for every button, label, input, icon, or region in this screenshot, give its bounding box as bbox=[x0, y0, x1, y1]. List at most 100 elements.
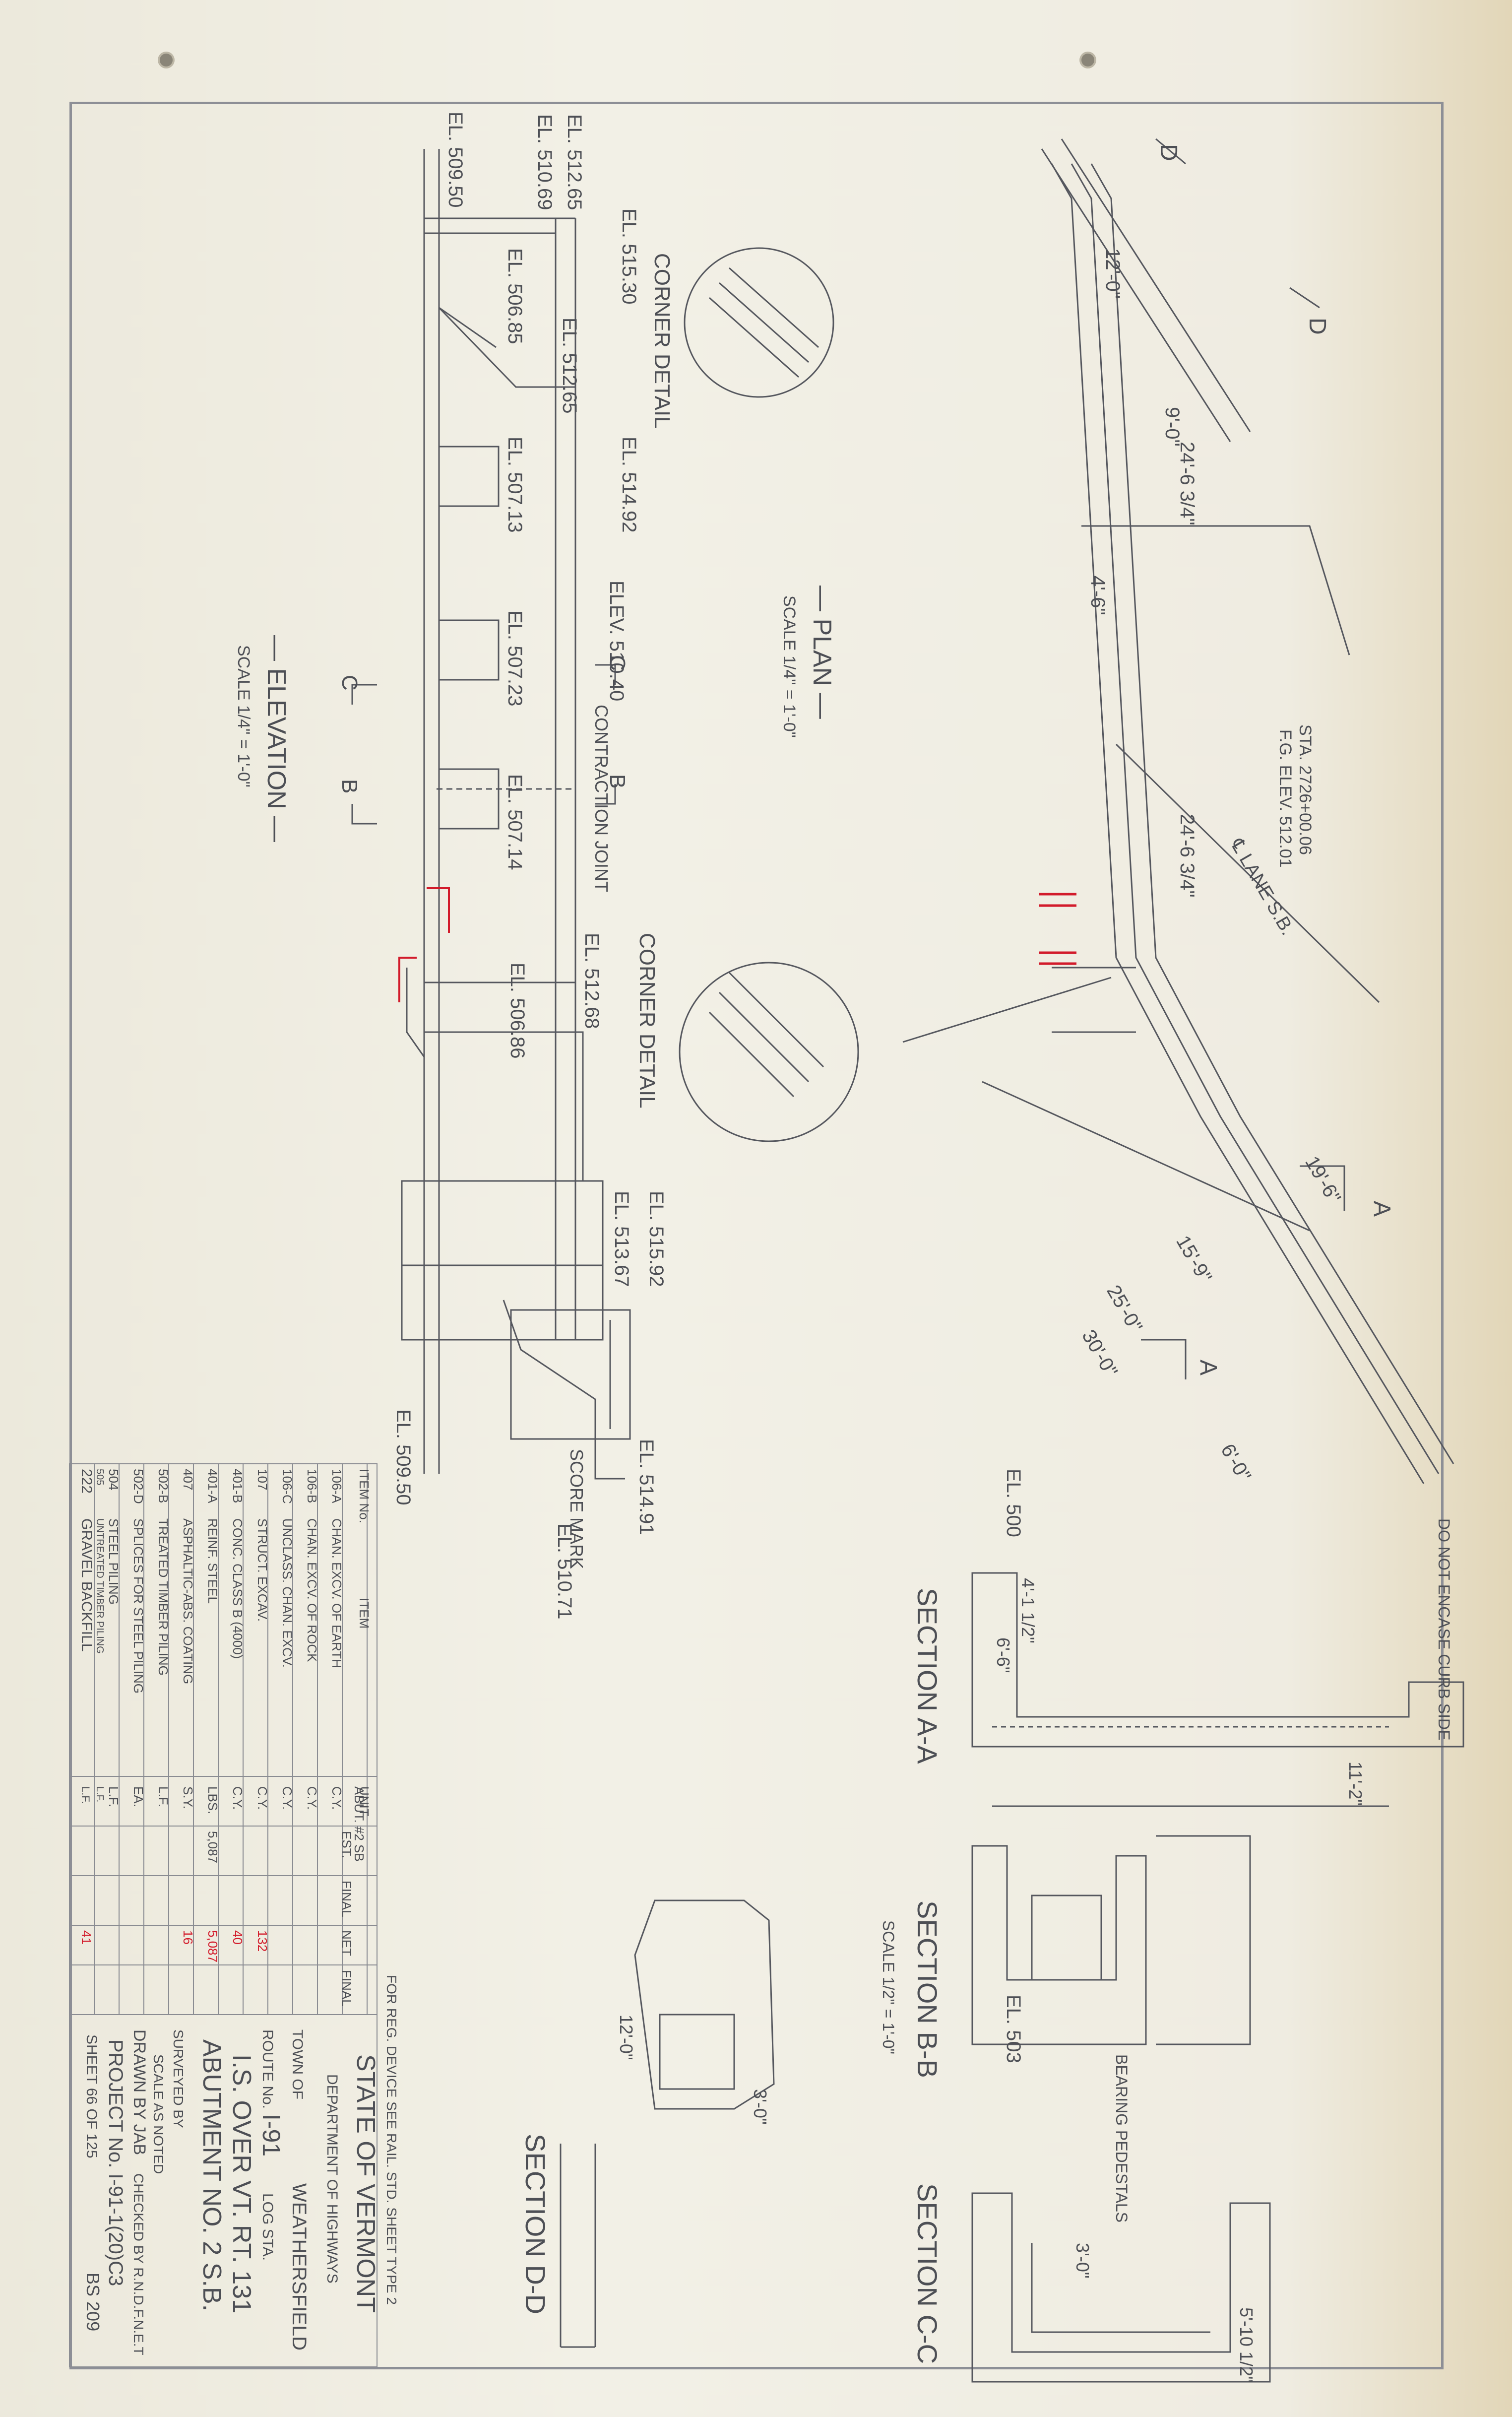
marker-b: B bbox=[337, 779, 362, 793]
elevation-view bbox=[351, 149, 631, 1480]
sheet-no: SHEET 66 OF 125 bbox=[83, 2034, 100, 2158]
qty-unit: L.F. bbox=[156, 1786, 171, 1807]
el-label: EL. 506.86 bbox=[506, 963, 528, 1059]
drawn-by: DRAWN BY JAB bbox=[130, 2029, 149, 2155]
punch-hole bbox=[160, 54, 173, 66]
qty-no: 505 bbox=[94, 1469, 105, 1485]
department: DEPARTMENT OF HIGHWAYS bbox=[324, 2074, 340, 2284]
town-label: TOWN OF bbox=[289, 2029, 306, 2099]
elevation-scale: SCALE 1/4" = 1'-0" bbox=[234, 645, 253, 787]
aa-dim: 11'-2" bbox=[1345, 1762, 1366, 1806]
qty-col-header: NET bbox=[339, 1930, 354, 1956]
bearing-note: BEARING PEDESTALS bbox=[1113, 2054, 1131, 2222]
dd-dim: 12'-0" bbox=[616, 2015, 636, 2060]
qty-final: 40 bbox=[230, 1930, 245, 1945]
surveyed-by: SURVEYED BY bbox=[171, 2029, 186, 2128]
el-label: EL. 514.91 bbox=[635, 1439, 657, 1535]
qty-no: 407 bbox=[181, 1469, 195, 1490]
log-sta: LOG STA. bbox=[259, 2193, 276, 2261]
cc-dim: 3'-0" bbox=[1072, 2243, 1093, 2279]
qty-col-header: FINAL bbox=[339, 1881, 354, 1917]
qty-unit: C.Y. bbox=[280, 1786, 295, 1810]
el-label: EL. 515.92 bbox=[645, 1191, 667, 1287]
qty-no: 106-B bbox=[305, 1469, 319, 1503]
el-label: EL. 515.30 bbox=[618, 208, 640, 305]
qty-item: TREATED TIMBER PILING bbox=[156, 1518, 171, 1676]
corner-detail-labels: CORNER DETAIL CORNER DETAIL bbox=[635, 253, 674, 1109]
el-label: EL. 512.68 bbox=[581, 933, 603, 1029]
title-block: FOR REG. DEVICE SEE RAIL. STD. SHEET TYP… bbox=[83, 1975, 399, 2355]
state-title: STATE OF VERMONT bbox=[351, 2054, 380, 2313]
abutment: ABUTMENT NO. 2 S.B. bbox=[197, 2039, 226, 2311]
plan-view bbox=[902, 138, 1454, 1484]
plan-dim: 24'-6 3/4" bbox=[1176, 814, 1198, 898]
qty-col-header: UNIT bbox=[357, 1786, 372, 1817]
qty-no: 106-A bbox=[329, 1469, 344, 1503]
el-label: EL. 503 bbox=[1003, 1995, 1024, 2063]
el-label: EL. 500 bbox=[1003, 1469, 1024, 1537]
corner-detail-title: CORNER DETAIL bbox=[635, 933, 659, 1109]
plan-dim: 4'-6" bbox=[1087, 576, 1109, 615]
qty-no: 222 bbox=[78, 1469, 95, 1494]
project-no: PROJECT No. I-91-1(20)C3 bbox=[105, 2039, 126, 2286]
qty-final: 16 bbox=[181, 1930, 195, 1945]
qty-unit: C.Y. bbox=[329, 1786, 344, 1810]
el-label: EL. 509.50 bbox=[392, 1409, 414, 1505]
checked-by: CHECKED BY R.N.D.F.N.E.T bbox=[131, 2173, 146, 2355]
corner-detail-circles bbox=[679, 247, 859, 1142]
qty-item: CHAN. EXCV. OF EARTH bbox=[329, 1518, 344, 1668]
route-label: ROUTE No. bbox=[259, 2029, 276, 2109]
contraction-joint-note: CONTRACTION JOINT bbox=[591, 705, 612, 892]
plan-dim: 25'-0" bbox=[1102, 1282, 1146, 1336]
qty-unit: L.F. bbox=[79, 1786, 92, 1804]
section-dd-title: SECTION D-D bbox=[520, 2134, 551, 2314]
qty-final: 132 bbox=[255, 1930, 270, 1952]
qty-no: 502-D bbox=[131, 1469, 146, 1504]
el-label: EL. 514.92 bbox=[618, 437, 640, 533]
drawing-border bbox=[69, 102, 1444, 2369]
marker-b: B bbox=[605, 774, 630, 788]
qty-item: CHAN. EXCV. OF ROCK bbox=[305, 1518, 319, 1662]
qty-est: 5,087 bbox=[205, 1831, 220, 1863]
plan-dim: 9'-0" bbox=[1161, 407, 1183, 447]
section-bb-title: SECTION B-B bbox=[912, 1900, 943, 2078]
score-mark-note: SCORE MARK bbox=[567, 1449, 587, 1569]
section-labels: SECTION A-A SECTION B-B SCALE 1/2" = 1'-… bbox=[520, 1578, 1366, 2383]
qty-col-header: EST. bbox=[339, 1831, 354, 1858]
marker-c: C bbox=[605, 655, 630, 671]
qty-group-header: ABUT. #2 SB bbox=[352, 1786, 367, 1862]
qty-no: 504 bbox=[106, 1469, 121, 1490]
qty-item: REINF. STEEL bbox=[205, 1518, 220, 1604]
qty-no: 502-B bbox=[156, 1469, 171, 1503]
qty-no: 401-A bbox=[205, 1469, 220, 1503]
qty-item: ASPHALTIC-ABS. COATING bbox=[181, 1518, 195, 1684]
plan-dim: 30'-0" bbox=[1077, 1326, 1122, 1381]
section-cc-title: SECTION C-C bbox=[912, 2183, 943, 2364]
marker-c: C bbox=[337, 675, 362, 691]
qty-unit: C.Y. bbox=[305, 1786, 319, 1810]
structure: I.S. OVER VT. RT. 131 bbox=[227, 2054, 256, 2313]
elevation-redline bbox=[398, 887, 450, 1002]
qty-item: STRUCT. EXCAV. bbox=[255, 1518, 270, 1622]
section-dd bbox=[560, 1899, 775, 2348]
qty-item: STEEL PILING bbox=[106, 1518, 121, 1605]
cc-dim: 5'-10 1/2" bbox=[1236, 2307, 1257, 2383]
qty-no: 107 bbox=[255, 1469, 270, 1490]
section-bb-scale: SCALE 1/2" = 1'-0" bbox=[880, 1920, 897, 2054]
plan-elev: F.G. ELEV. 512.01 bbox=[1276, 729, 1295, 868]
dd-dim: 3'-0" bbox=[750, 2089, 770, 2125]
plan-note: DO NOT ENCASE CURB SIDE bbox=[1435, 1518, 1453, 1740]
el-label: EL. 513.67 bbox=[611, 1191, 632, 1287]
route: I-91 bbox=[257, 2114, 285, 2156]
section-aa-title: SECTION A-A bbox=[912, 1588, 943, 1764]
elevation-title: — ELEVATION — bbox=[262, 635, 291, 842]
qty-no: 106-C bbox=[280, 1469, 295, 1504]
el-label: EL. 507.13 bbox=[504, 437, 526, 533]
plan-dim: 19'-6" bbox=[1301, 1153, 1345, 1207]
plan-station: STA. 2726+00.06 bbox=[1296, 724, 1315, 855]
el-label: EL. 507.23 bbox=[504, 610, 526, 707]
corner-detail-title: CORNER DETAIL bbox=[650, 253, 674, 429]
el-label: EL. 507.14 bbox=[504, 774, 526, 870]
